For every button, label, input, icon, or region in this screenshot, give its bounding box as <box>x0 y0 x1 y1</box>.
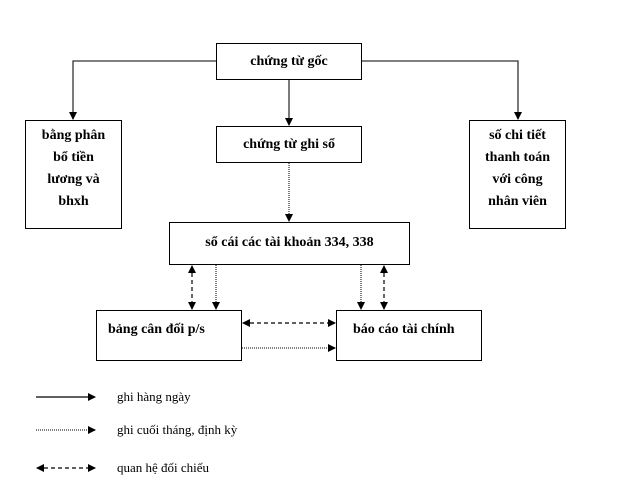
node-label: sổ cái các tài khoản 334, 338 <box>205 235 374 250</box>
node-label: chứng từ gốc <box>250 54 328 69</box>
edge-goc-to-bang-phan-bo <box>69 60 216 120</box>
node-label-line: thanh toán <box>485 150 550 165</box>
node-label: bảng cân đối p/s <box>108 322 205 337</box>
node-label: chứng từ ghi sổ <box>243 137 335 152</box>
legend-label-periodic: ghi cuối tháng, định kỳ <box>117 422 238 437</box>
node-so-cai: sổ cái các tài khoản 334, 338 <box>169 222 410 265</box>
node-chung-tu-goc: chứng từ gốc <box>216 43 362 80</box>
node-bao-cao-tai-chinh: báo cáo tài chính <box>336 310 482 361</box>
node-label-line: bổ tiền <box>53 150 94 165</box>
legend-label-daily: ghi hàng ngày <box>117 389 191 404</box>
edge-goc-to-so-chi-tiet <box>362 60 522 120</box>
node-chung-tu-ghi-so: chứng từ ghi sổ <box>216 126 362 163</box>
node-label-line: lương và <box>47 172 100 187</box>
node-label-line: bằng phân <box>41 128 106 143</box>
node-label-line: số chi tiết <box>489 128 546 143</box>
node-bang-phan-bo-tien-luong: bằng phân bổ tiền lương và bhxh <box>25 120 122 229</box>
node-so-chi-tiet-thanh-toan: số chi tiết thanh toán với công nhân viê… <box>469 120 566 229</box>
node-label-line: bhxh <box>58 194 89 209</box>
legend-label-reconcile: quan hệ đối chiếu <box>117 460 210 475</box>
node-label-line: nhân viên <box>488 194 547 209</box>
node-bang-can-doi: bảng cân đối p/s <box>96 310 242 361</box>
node-label: báo cáo tài chính <box>353 322 455 337</box>
node-label-line: với công <box>492 172 543 187</box>
